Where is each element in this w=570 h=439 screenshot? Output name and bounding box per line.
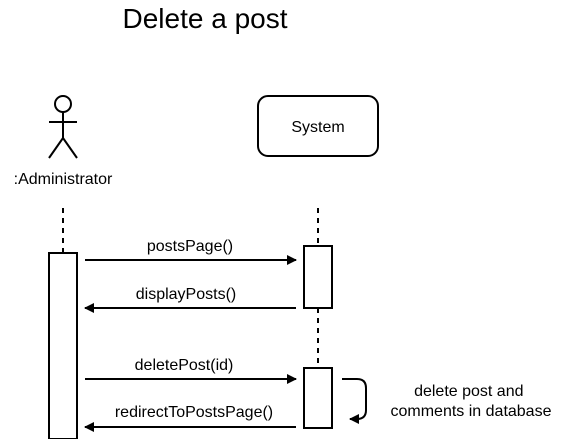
self-call-note-line-1: delete post and: [414, 383, 523, 400]
self-call-arrow: [342, 378, 367, 424]
administrator-label: :Administrator: [14, 171, 113, 188]
diagram-title: Delete a post: [123, 3, 288, 34]
system-participant-box: [257, 95, 379, 157]
message-label-redirect: redirectToPostsPage(): [115, 404, 273, 421]
system-activation-bar-2: [303, 367, 333, 429]
self-call-note: delete post and comments in database: [391, 383, 552, 420]
system-label: System: [291, 119, 344, 136]
administrator-activation-bar: [48, 252, 78, 439]
message-label-delete-post: deletePost(id): [135, 357, 234, 374]
message-label-posts-page: postsPage(): [147, 238, 233, 255]
message-label-display-posts: displayPosts(): [136, 286, 236, 303]
self-call-note-line-2: comments in database: [391, 403, 552, 420]
system-activation-bar-1: [303, 245, 333, 309]
administrator-actor-icon: [48, 95, 78, 159]
